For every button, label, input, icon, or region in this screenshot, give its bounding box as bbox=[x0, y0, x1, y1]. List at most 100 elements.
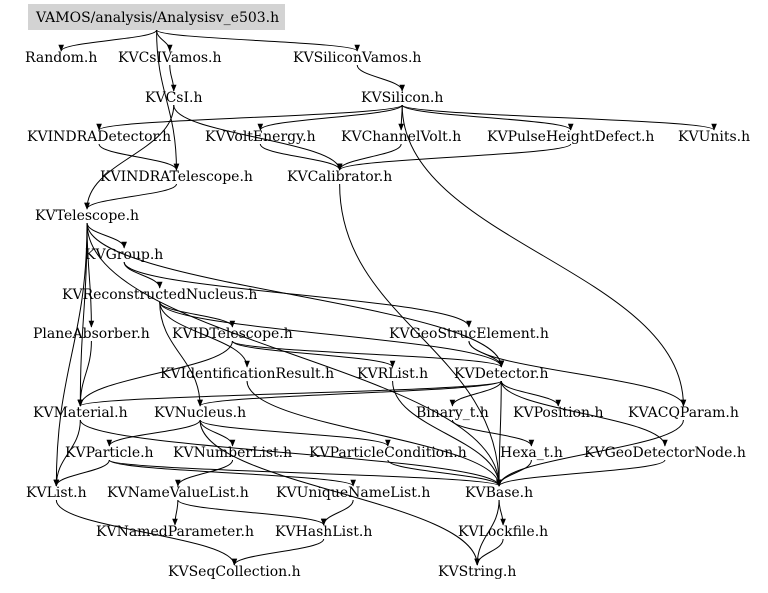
edge-reconstructednucleus-to-nucleus bbox=[159, 301, 203, 407]
edge-nucleus-to-numberlist bbox=[199, 419, 236, 447]
edge-particle-to-uniquenamelist bbox=[108, 459, 356, 487]
edge-siliconvamos-to-silicon bbox=[356, 64, 405, 92]
edge-pulseheightdefect-to-calibrator bbox=[336, 143, 572, 171]
node-telescope[interactable]: KVTelescope.h bbox=[35, 208, 140, 224]
node-lockfile[interactable]: KVLockfile.h bbox=[458, 524, 549, 540]
edge-idtelescope-to-material bbox=[77, 340, 233, 407]
node-csi[interactable]: KVCsI.h bbox=[145, 90, 203, 106]
node-geostrucelement[interactable]: KVGeoStrucElement.h bbox=[389, 326, 549, 342]
edge-nucleus-to-string bbox=[199, 419, 480, 566]
edge-list-to-seqcollection bbox=[55, 499, 238, 566]
node-position[interactable]: KVPosition.h bbox=[513, 405, 604, 421]
node-base[interactable]: KVBase.h bbox=[465, 485, 534, 501]
node-particle[interactable]: KVParticle.h bbox=[65, 445, 154, 461]
edge-detector-to-material bbox=[77, 380, 502, 407]
edge-uniquenamelist-to-hashlist bbox=[320, 499, 354, 526]
edge-csi-to-calibrator bbox=[173, 104, 343, 171]
edge-idtelescope-to-detector bbox=[231, 340, 504, 368]
node-identificationresult[interactable]: KVIdentificationResult.h bbox=[160, 366, 335, 382]
node-pulseheightdefect[interactable]: KVPulseHeightDefect.h bbox=[487, 129, 655, 145]
edge-reconstructednucleus-to-idtelescope bbox=[159, 301, 236, 328]
edge-silicon-to-units bbox=[401, 104, 717, 131]
edge-material-to-base bbox=[79, 419, 502, 487]
edge-particlecondition-to-base bbox=[387, 459, 502, 487]
edge-telescope-to-group bbox=[86, 222, 127, 249]
edge-binary-to-hexa bbox=[451, 419, 535, 447]
edge-root-to-siliconvamos bbox=[156, 29, 360, 52]
node-namedparameter[interactable]: KVNamedParameter.h bbox=[96, 524, 254, 540]
edge-indradetector-to-indratelescope bbox=[98, 143, 180, 171]
edge-namevaluelist-to-hashlist bbox=[177, 499, 327, 526]
node-silicon[interactable]: KVSilicon.h bbox=[361, 90, 444, 106]
node-binary[interactable]: Binary_t.h bbox=[416, 405, 489, 421]
node-rlist[interactable]: KVRList.h bbox=[357, 366, 429, 382]
node-indratelescope[interactable]: KVINDRATelescope.h bbox=[100, 169, 253, 185]
node-uniquenamelist[interactable]: KVUniqueNameList.h bbox=[276, 485, 431, 501]
edge-csivamos-to-csi bbox=[169, 64, 177, 92]
edge-acqparam-to-base bbox=[496, 419, 684, 487]
node-channelvolt[interactable]: KVChannelVolt.h bbox=[341, 129, 462, 145]
node-idtelescope[interactable]: KVIDTelescope.h bbox=[172, 326, 293, 342]
edge-nucleus-to-particle bbox=[106, 419, 201, 447]
edge-namevaluelist-to-namedparameter bbox=[172, 499, 179, 526]
edge-calibrator-to-base bbox=[339, 183, 502, 487]
edge-detector-to-position bbox=[500, 380, 562, 407]
edge-hexa-to-base bbox=[496, 459, 532, 487]
node-root[interactable]: VAMOS/analysis/Analysisv_e503.h bbox=[28, 4, 286, 30]
edge-material-to-list bbox=[53, 419, 81, 487]
edge-telescope-to-list bbox=[53, 222, 88, 487]
node-calibrator[interactable]: KVCalibrator.h bbox=[287, 169, 393, 185]
node-string[interactable]: KVString.h bbox=[438, 564, 517, 580]
edge-root-to-random bbox=[58, 29, 158, 52]
edge-reconstructednucleus-to-identificationresult bbox=[159, 301, 250, 368]
node-planeabsorber[interactable]: PlaneAbsorber.h bbox=[33, 326, 150, 342]
edge-silicon-to-pulseheightdefect bbox=[401, 104, 574, 131]
edge-rlist-to-base bbox=[392, 380, 502, 487]
edge-detector-to-binary bbox=[449, 380, 502, 407]
edge-group-to-geostrucelement bbox=[123, 261, 472, 328]
edge-detector-to-base bbox=[496, 380, 502, 487]
node-reconstructednucleus[interactable]: KVReconstructedNucleus.h bbox=[62, 287, 258, 303]
node-voltenergy[interactable]: KVVoltEnergy.h bbox=[205, 129, 316, 145]
edge-telescope-to-detector bbox=[86, 222, 505, 368]
edge-idtelescope-to-rlist bbox=[231, 340, 396, 368]
node-list[interactable]: KVList.h bbox=[26, 485, 87, 501]
edge-planeabsorber-to-material bbox=[77, 340, 92, 407]
edge-lockfile-to-string bbox=[474, 538, 504, 566]
node-material[interactable]: KVMaterial.h bbox=[33, 405, 128, 421]
node-group[interactable]: KVGroup.h bbox=[85, 247, 164, 263]
edge-base-to-lockfile bbox=[498, 499, 506, 526]
node-detector[interactable]: KVDetector.h bbox=[454, 366, 549, 382]
edge-detector-to-geodetectornode bbox=[500, 380, 668, 447]
node-csivamos[interactable]: KVCsIVamos.h bbox=[118, 50, 222, 66]
node-namevaluelist[interactable]: KVNameValueList.h bbox=[107, 485, 249, 501]
node-indradetector[interactable]: KVINDRADetector.h bbox=[27, 129, 172, 145]
node-particlecondition[interactable]: KVParticleCondition.h bbox=[309, 445, 467, 461]
edge-numberlist-to-namevaluelist bbox=[175, 459, 234, 487]
edge-geodetectornode-to-base bbox=[496, 459, 666, 487]
node-nucleus[interactable]: KVNucleus.h bbox=[154, 405, 247, 421]
node-hashlist[interactable]: KVHashList.h bbox=[275, 524, 373, 540]
edge-csi-to-telescope bbox=[84, 104, 175, 210]
edge-identificationresult-to-base bbox=[246, 380, 502, 487]
node-units[interactable]: KVUnits.h bbox=[678, 129, 751, 145]
edge-silicon-to-acqparam bbox=[401, 104, 687, 407]
edge-particle-to-base bbox=[108, 459, 502, 487]
edge-hashlist-to-seqcollection bbox=[231, 538, 325, 566]
node-acqparam[interactable]: KVACQParam.h bbox=[628, 405, 739, 421]
node-numberlist[interactable]: KVNumberList.h bbox=[173, 445, 293, 461]
edge-root-to-indratelescope bbox=[156, 29, 180, 171]
edge-silicon-to-indradetector bbox=[96, 104, 403, 131]
edge-nucleus-to-particlecondition bbox=[199, 419, 391, 447]
node-seqcollection[interactable]: KVSeqCollection.h bbox=[168, 564, 301, 580]
node-siliconvamos[interactable]: KVSiliconVamos.h bbox=[293, 50, 422, 66]
node-random[interactable]: Random.h bbox=[25, 50, 98, 66]
node-geodetectornode[interactable]: KVGeoDetectorNode.h bbox=[584, 445, 746, 461]
edge-silicon-to-voltenergy bbox=[257, 104, 403, 131]
edge-geostrucelement-to-acqparam bbox=[468, 340, 687, 407]
node-hexa[interactable]: Hexa_t.h bbox=[500, 445, 563, 461]
edge-telescope-to-base bbox=[86, 222, 502, 487]
edge-detector-to-nucleus bbox=[197, 380, 502, 407]
